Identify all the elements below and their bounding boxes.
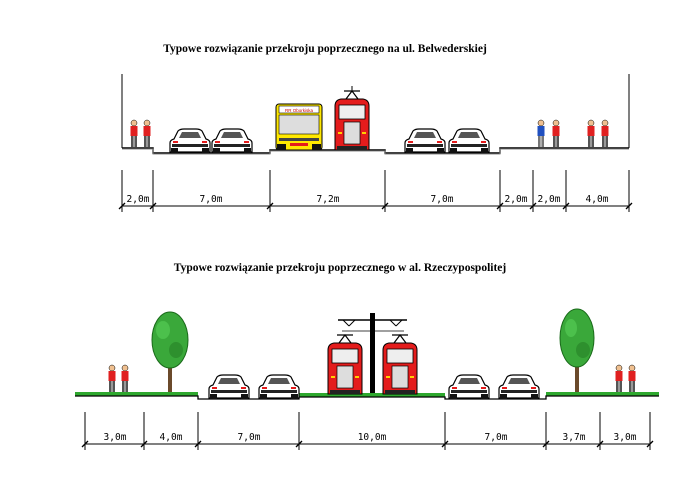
section-1-cars-right [404,128,490,154]
section-2-pedestrians-right [615,364,636,393]
tree-left [151,311,189,392]
bus-destination-sign: RR Oborkiska [285,108,314,113]
tram-2-right [382,334,418,395]
dim-2-green-left: 4,0m [160,432,183,443]
dim-2-roadway-left: 7,0m [238,432,261,443]
dim-1-strip: 2,0m [505,194,528,205]
catenary-pole [338,313,407,393]
section-2-dimension-line: 3,0m 4,0m 7,0m 10,0m 7,0m 3,7m 3,0m [81,412,654,450]
dim-1-roadway-right: 7,0m [431,194,454,205]
tram-1 [334,86,370,151]
bus: RR Oborkiska [275,103,323,151]
dim-1-bike-path: 2,0m [538,194,561,205]
section-1-dimension-line: 2,0m 7,0m 7,2m 7,0m 2,0m 2,0m 4,0m [118,170,633,212]
section-2-profile [75,392,659,400]
section-1-pedestrians-right [587,119,609,148]
dim-1-tramway: 7,2m [317,194,340,205]
tram-2-left [327,334,363,395]
dim-1-sidewalk-left: 2,0m [127,194,150,205]
dim-2-sidewalk-right: 3,0m [614,432,637,443]
section-2-pedestrians-left [108,364,129,393]
dim-2-green-right: 3,7m [563,432,586,443]
cyclists [537,119,560,148]
section-2-cars-left [208,374,300,400]
dim-1-sidewalk-right: 4,0m [586,194,609,205]
section-2-cars-right [448,374,540,400]
dim-1-roadway-left: 7,0m [200,194,223,205]
section-1-title: Typowe rozwiązanie przekroju poprzeczneg… [163,43,487,55]
dim-2-tramway: 10,0m [358,432,387,443]
section-1-cars-left [169,128,253,154]
dim-2-roadway-right: 7,0m [485,432,508,443]
section-1-profile [121,74,630,155]
dim-2-sidewalk-left: 3,0m [104,432,127,443]
tree-right [559,308,595,392]
section-1-pedestrians-left [130,119,151,148]
section-2-title: Typowe rozwiązanie przekroju poprzeczneg… [173,262,507,274]
